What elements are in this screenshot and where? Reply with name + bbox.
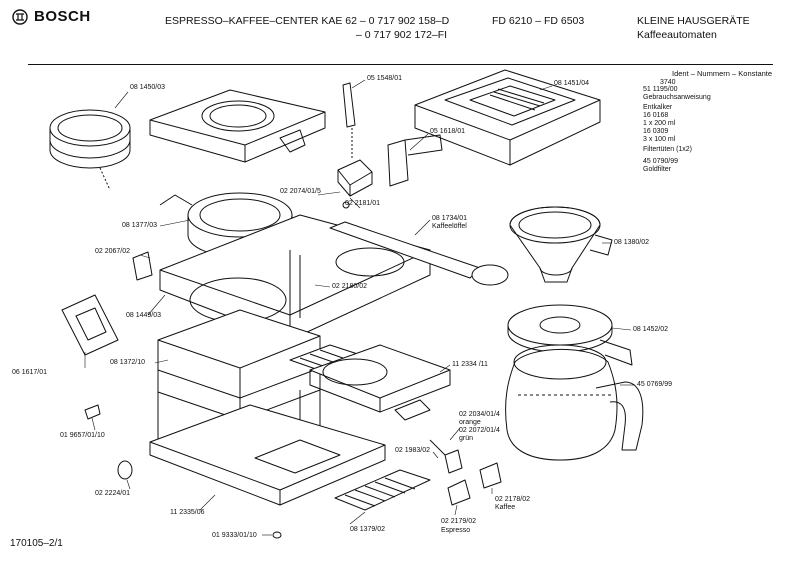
part-label: 02 2074/01/5 — [280, 188, 321, 195]
part-label: 02 2181/01 — [345, 200, 381, 207]
glass-carafe-part — [505, 344, 644, 461]
accessory-item: 16 0309 — [643, 128, 669, 135]
ident-header: Ident – Nummern – Konstante — [672, 69, 773, 78]
part-label: 08 1377/03 — [122, 222, 158, 229]
part-label: 02 2067/02 — [95, 248, 131, 255]
switch-kaffee-part — [479, 462, 502, 489]
part-label: 01 9333/01/10 — [212, 532, 257, 539]
lamp-part — [429, 439, 463, 474]
part-label: 06 1617/01 — [12, 369, 48, 376]
part-label: 11 2335/06 — [170, 509, 205, 516]
part-label: 02 2179/02 — [441, 518, 477, 525]
leader-lines — [84, 79, 635, 536]
switch-cap-part — [337, 159, 373, 209]
small-insulator-part — [84, 404, 101, 420]
part-label: 01 9657/01/10 — [60, 432, 105, 439]
part-label: 02 2034/01/4 — [459, 411, 500, 418]
part-label: 08 1734/01 — [432, 215, 468, 222]
part-label: orange — [459, 419, 481, 426]
part-label: 08 1380/02 — [614, 239, 650, 246]
bottom-plate-part — [149, 404, 386, 506]
small-screw-part — [272, 531, 282, 539]
bosch-armature-icon — [12, 8, 28, 25]
accessory-item: Entkalker — [643, 104, 673, 111]
warmplate-housing-part — [414, 69, 601, 166]
brand-name: BOSCH — [34, 8, 91, 25]
rod-part — [342, 82, 356, 128]
accessory-item: 45 0790/99 — [643, 158, 679, 165]
part-label: 05 1548/01 — [367, 75, 403, 82]
part-label: 08 1452/02 — [633, 326, 669, 333]
accessory-item: 1 x 200 ml — [643, 120, 676, 127]
part-label: grün — [459, 435, 474, 442]
bottom-grille-part — [334, 469, 431, 511]
part-label: 02 2180/02 — [332, 283, 368, 290]
ident-value: 3740 — [660, 79, 676, 86]
part-label: 08 1451/04 — [554, 80, 590, 87]
accessory-item: 16 0168 — [643, 112, 669, 119]
lower-frame-part — [309, 344, 451, 421]
bracket-part — [132, 251, 153, 281]
top-tray-part — [149, 89, 326, 163]
part-label: 08 1372/10 — [110, 359, 146, 366]
part-label: Kaffee — [495, 504, 516, 511]
accessory-item: 3 x 100 ml — [643, 136, 676, 143]
switch-espresso-part — [447, 479, 471, 506]
part-label: 08 1449/03 — [126, 312, 162, 319]
clip-part — [387, 134, 443, 187]
accessory-item: Filtertüten (1x2) — [643, 146, 693, 153]
accessory-item: Gebrauchsanweisung — [643, 94, 711, 101]
title-line-2: – 0 717 902 172–FI — [356, 29, 448, 41]
filter-cone-part — [509, 206, 613, 283]
gasket-plate-part — [61, 294, 119, 356]
part-label: 02 1983/02 — [395, 447, 431, 454]
round-lid-part — [49, 109, 131, 169]
subcategory: Kaffeeautomaten — [637, 29, 717, 41]
part-label: Kaffeelöffel — [432, 223, 467, 230]
title-line-1: ESPRESSO–KAFFEE–CENTER KAE 62 – 0 717 90… — [165, 15, 450, 27]
coffee-spoon-part — [329, 221, 509, 286]
part-label: 08 1450/03 — [130, 84, 166, 91]
part-label: 02 2178/02 — [495, 496, 531, 503]
part-label: 05 1618/01 — [430, 128, 466, 135]
model-range: FD 6210 – FD 6503 — [492, 15, 585, 27]
part-label: 08 1379/02 — [350, 526, 386, 533]
part-label: Espresso — [441, 527, 471, 534]
category: KLEINE HAUSGERÄTE — [637, 15, 750, 27]
accessory-item: Goldfilter — [643, 166, 672, 173]
part-label: 45 0769/99 — [637, 381, 673, 388]
brand-logo: BOSCH — [12, 8, 91, 25]
accessory-item: 51 1195/00 — [643, 86, 678, 93]
header-rule — [28, 64, 773, 65]
part-label: 02 2072/01/4 — [459, 427, 500, 434]
round-button-part — [117, 460, 133, 480]
part-label: 11 2334 /11 — [452, 361, 488, 368]
document-code: 170105–2/1 — [10, 538, 63, 549]
base-housing-part — [159, 214, 431, 341]
part-label: 02 2224/01 — [95, 490, 131, 497]
